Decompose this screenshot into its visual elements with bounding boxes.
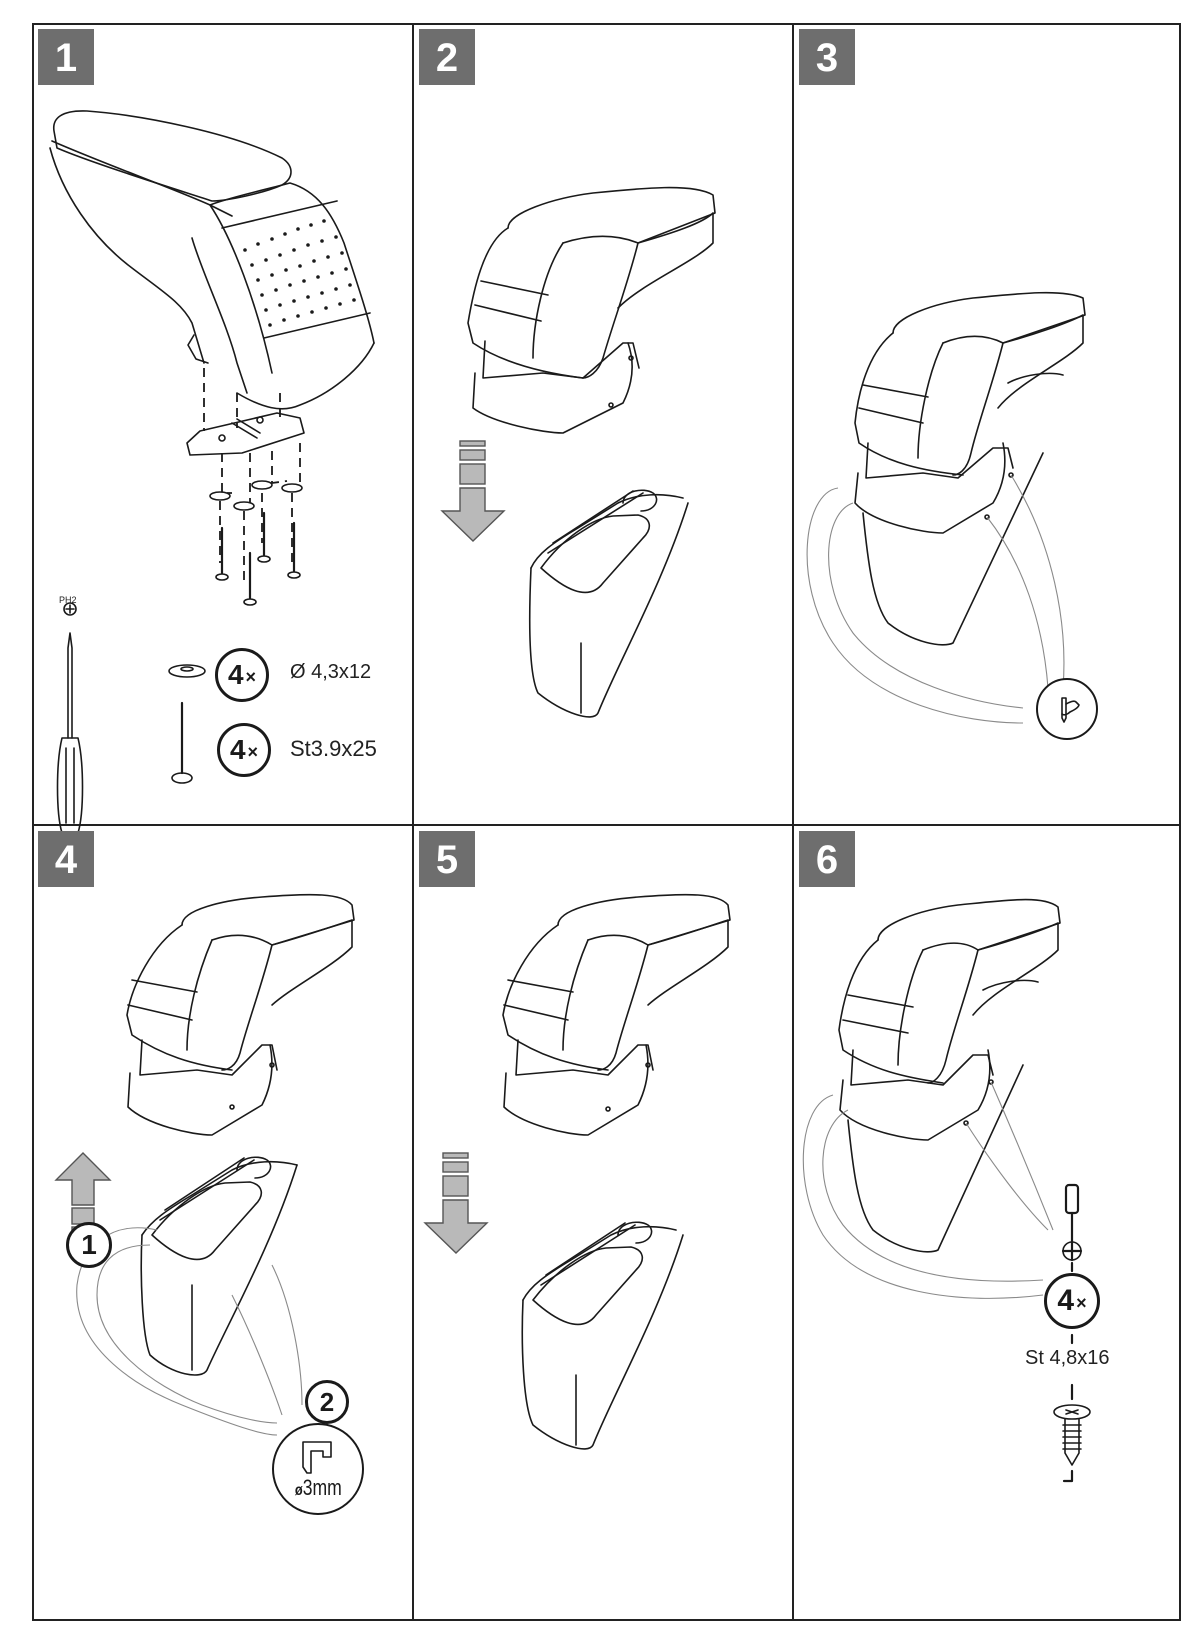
step-badge: 2 [419, 29, 475, 85]
armrest-exploded-illustration [49, 110, 375, 834]
multiply-symbol: × [1076, 1292, 1087, 1313]
mark-position-callout [1036, 678, 1098, 740]
armrest-lowering-illustration [440, 186, 716, 718]
step-callout-2: 2 [305, 1380, 349, 1424]
screwdriver-icon [56, 602, 84, 834]
washer-icon [209, 480, 303, 511]
step-4-panel: 4 1 2 ø3mm [32, 825, 412, 1621]
perforation-pattern [243, 219, 356, 327]
washer-icon [168, 664, 206, 678]
step-badge: 1 [38, 29, 94, 85]
step-badge: 3 [799, 29, 855, 85]
diameter-symbol: ø [294, 1481, 303, 1499]
armrest-placement-illustration [423, 893, 731, 1450]
quantity: 4 [1057, 1284, 1075, 1317]
row-divider [32, 824, 1181, 826]
quantity: 4 [227, 659, 244, 690]
step-2-panel: 2 [413, 23, 793, 825]
multiply-symbol: × [247, 741, 259, 762]
armrest-screwing-illustration [802, 898, 1091, 1483]
step-5-panel: 5 [413, 825, 793, 1621]
washer-spec: Ø 4,3x12 [290, 661, 372, 683]
step-badge: 6 [799, 831, 855, 887]
step-1-panel: 1 [32, 23, 412, 834]
column-divider [412, 23, 414, 1621]
screw-spec: St3.9x25 [290, 736, 377, 761]
step-callout-1: 1 [66, 1222, 112, 1268]
step-3-panel: 3 [793, 23, 1181, 825]
multiply-symbol: × [245, 666, 257, 687]
drill-detail-callout: ø3mm [272, 1423, 364, 1515]
washer-quantity-badge: 4× [215, 648, 269, 702]
drill-size: 3mm [302, 1474, 342, 1500]
screw-icon [1053, 1404, 1091, 1466]
step-6-panel: 6 4× St 4,8x16 [793, 825, 1181, 1621]
drill-icon [302, 1440, 332, 1474]
screw-quantity-badge: 4× [217, 723, 271, 777]
column-divider [792, 23, 794, 1621]
quantity: 4 [229, 734, 246, 765]
ph2-label: PH2 [59, 595, 77, 605]
down-arrow-icon [423, 1152, 489, 1254]
armrest-marking-illustration [806, 291, 1086, 724]
screw-spec: St 4,8x16 [1025, 1347, 1110, 1369]
step-badge: 4 [38, 831, 94, 887]
screwdriver-icon [1061, 1183, 1083, 1273]
screw-icon [215, 511, 301, 606]
step-badge: 5 [419, 831, 475, 887]
screw-quantity-badge: 4× [1044, 1273, 1100, 1329]
down-arrow-icon [440, 440, 506, 542]
instruction-sheet-frame [32, 23, 1181, 1621]
hand-writing-icon [1061, 697, 1080, 723]
